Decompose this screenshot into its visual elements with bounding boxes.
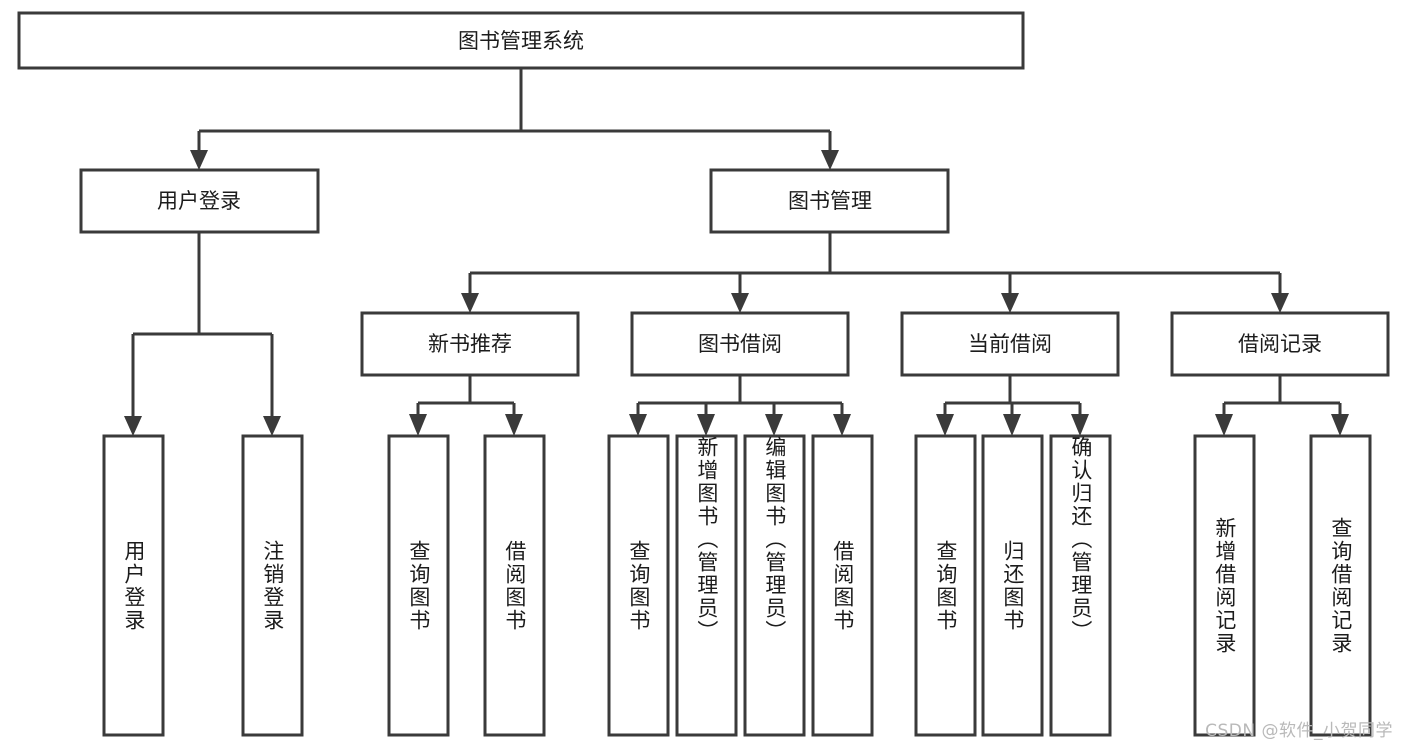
leaf-book-borrow-2[interactable]	[743, 434, 806, 737]
connector-group	[124, 68, 1349, 436]
leaf-current-borrow-1[interactable]	[981, 434, 1044, 737]
arrow-to-book-manage	[821, 150, 839, 170]
label-book-management: 图书管理	[788, 189, 872, 213]
arrow-bookborrow-leaf-4	[833, 414, 851, 436]
arrow-leaf-user-login	[124, 416, 142, 436]
leaf-book-borrow-1[interactable]	[675, 434, 738, 737]
arrow-currentborrow-leaf-3	[1071, 414, 1089, 436]
arrow-bookborrow-leaf-2	[697, 414, 715, 436]
node-box-group	[17, 11, 1390, 737]
leaf-borrow-record-1[interactable]	[1309, 434, 1372, 737]
arrow-to-book-borrow	[731, 293, 749, 313]
leaf-new-book-recommend-1[interactable]	[483, 434, 546, 737]
leaf-user-login-0[interactable]	[102, 434, 165, 737]
leaf-current-borrow-0[interactable]	[914, 434, 977, 737]
arrow-newbook-leaf-2	[505, 414, 523, 436]
node-current-borrow[interactable]	[900, 311, 1120, 377]
arrow-borrowrecord-leaf-2	[1331, 414, 1349, 436]
arrow-currentborrow-leaf-1	[936, 414, 954, 436]
leaf-user-login-1[interactable]	[241, 434, 304, 737]
node-borrow-record[interactable]	[1170, 311, 1390, 377]
arrow-to-user-login	[190, 150, 208, 170]
arrow-newbook-leaf-1	[409, 414, 427, 436]
horizontal-label-group: 图书管理系统 用户登录 图书管理 新书推荐 图书借阅 当前借阅 借阅记录	[157, 29, 1322, 356]
label-book-borrow: 图书借阅	[698, 332, 782, 356]
leaf-current-borrow-2[interactable]	[1049, 434, 1112, 737]
arrow-currentborrow-leaf-2	[1003, 414, 1021, 436]
leaf-book-borrow-3[interactable]	[811, 434, 874, 737]
arrow-bookborrow-leaf-1	[629, 414, 647, 436]
label-user-login: 用户登录	[157, 189, 241, 213]
arrow-bookborrow-leaf-3	[765, 414, 783, 436]
arrow-to-current-borrow	[1001, 293, 1019, 313]
leaf-borrow-record-0[interactable]	[1193, 434, 1256, 737]
leaf-book-borrow-0[interactable]	[607, 434, 670, 737]
node-user-login[interactable]	[79, 168, 320, 234]
node-new-book-recommend[interactable]	[360, 311, 580, 377]
leaf-new-book-recommend-0[interactable]	[387, 434, 450, 737]
label-new-book-recommend: 新书推荐	[428, 332, 512, 356]
arrow-to-borrow-record	[1271, 293, 1289, 313]
node-book-borrow[interactable]	[630, 311, 850, 377]
node-book-management[interactable]	[709, 168, 950, 234]
label-borrow-record: 借阅记录	[1238, 332, 1322, 356]
arrow-to-new-book-recommend	[461, 293, 479, 313]
label-current-borrow: 当前借阅	[968, 332, 1052, 356]
node-root-book-management-system[interactable]	[17, 11, 1025, 70]
arrow-leaf-logout	[263, 416, 281, 436]
arrow-borrowrecord-leaf-1	[1215, 414, 1233, 436]
label-root: 图书管理系统	[458, 29, 584, 53]
